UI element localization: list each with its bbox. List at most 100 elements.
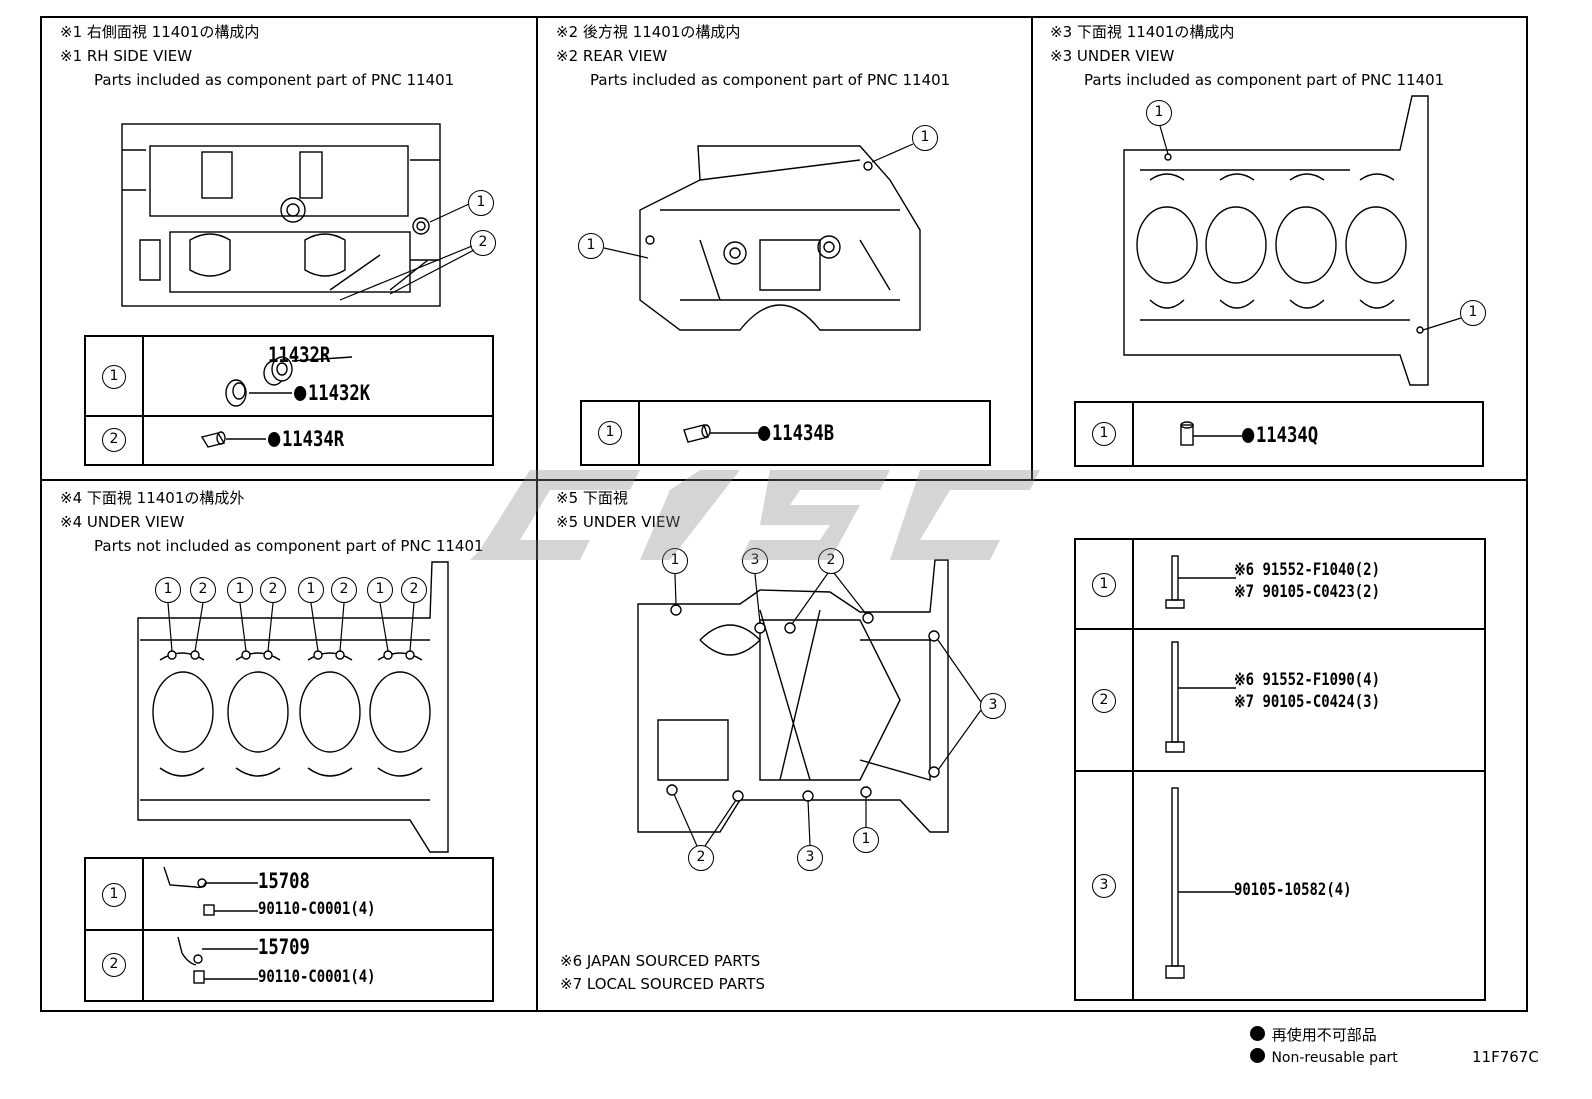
table-row: 1 11434Q [1076,403,1482,465]
panel2-parts-table: 1 11434B [580,400,991,466]
panel1-title-jp: ※1 右側面視 11401の構成内 [60,23,260,41]
row-number: 1 [102,883,126,907]
callout-1: 1 [298,577,324,603]
panel2-title-jp: ※2 後方視 11401の構成内 [556,23,741,41]
row-index-cell: 2 [86,417,144,464]
long-bolt-icon [1165,787,1236,979]
panel-divider [40,479,1528,481]
dowel-pin-icon [200,431,266,448]
part-number-line: ※7 90105-C0423(2) [1234,582,1380,602]
panel1-subtitle: Parts included as component part of PNC … [94,71,455,89]
part-number-line: ※6 91552-F1040(2) [1234,560,1380,580]
table-row: 1 11432R 11432K [86,337,492,417]
table-row: 2 15709 90110-C0001(4) [86,931,492,1000]
panel4-header: ※4 下面視 11401の構成外 ※4 UNDER VIEW Parts not… [60,486,484,558]
callout-2: 2 [190,577,216,603]
part-number-nonreusable: 11434Q [1242,423,1318,447]
part-number: 15708 [258,869,310,893]
part-number-line: 90105-10582(4) [1234,880,1352,900]
callout-2: 2 [401,577,427,603]
row-index-cell: 1 [582,402,640,464]
nonreusable-dot-icon [1242,428,1255,443]
table-row: 1 15708 90110-C0001(4) [86,859,492,931]
row-number: 1 [1092,573,1116,597]
part-number: 90110-C0001(4) [258,967,376,987]
callout-3: 3 [980,693,1006,719]
footnote-local-sourced: ※7 LOCAL SOURCED PARTS [560,975,765,993]
row-index-cell: 2 [1076,630,1134,770]
panel4-title-en: ※4 UNDER VIEW [60,513,185,531]
figure-code: 11F767C [1472,1048,1539,1066]
callout-2: 2 [688,845,714,871]
row-index-cell: 1 [1076,403,1134,465]
callout-1: 1 [853,827,879,853]
callout-2: 2 [818,548,844,574]
table-row: 1 ※6 91552-F1040(2) ※7 90105-C0423(2) [1076,540,1484,630]
row-number: 3 [1092,874,1116,898]
panel4-subtitle: Parts not included as component part of … [94,537,484,555]
watermark-logo [470,470,1040,560]
row-number: 1 [598,421,622,445]
panel2-title-en: ※2 REAR VIEW [556,47,668,65]
part-number: 90110-C0001(4) [258,899,376,919]
callout-1: 1 [227,577,253,603]
nonreusable-dot-icon [1250,1048,1265,1063]
part-number-nonreusable: 11434R [268,427,344,451]
callout-1: 1 [155,577,181,603]
nonreusable-dot-icon [758,426,771,441]
panel5-title-en: ※5 UNDER VIEW [556,513,681,531]
callout-1: 1 [468,190,494,216]
callout-1: 1 [578,233,604,259]
panel-divider [536,16,538,1012]
callout-1: 1 [662,548,688,574]
footnote-japan-sourced: ※6 JAPAN SOURCED PARTS [560,952,761,970]
panel-divider [1031,16,1033,480]
panel1-header: ※1 右側面視 11401の構成内 ※1 RH SIDE VIEW Parts … [60,20,454,92]
row-number: 1 [1092,422,1116,446]
callout-1: 1 [912,125,938,151]
panel3-title-jp: ※3 下面視 11401の構成内 [1050,23,1235,41]
panel4-title-jp: ※4 下面視 11401の構成外 [60,489,245,507]
table-row: 1 11434B [582,402,989,464]
bearing-cap-icon [225,356,353,407]
panel5-title-jp: ※5 下面視 [556,489,628,507]
callout-1: 1 [1146,100,1172,126]
row-number: 2 [102,953,126,977]
panel3-subtitle: Parts included as component part of PNC … [1084,71,1445,89]
bolt-parts-table: 1 ※6 91552-F1040(2) ※7 90105-C0423(2) 2 … [1074,538,1486,1001]
oil-jet-icon [177,936,258,984]
legend-jp: 再使用不可部品 [1250,1024,1377,1045]
part-number-nonreusable: 11432K [294,381,370,405]
row-index-cell: 3 [1076,772,1134,999]
panel3-title-en: ※3 UNDER VIEW [1050,47,1175,65]
part-number: 11432R [268,343,331,367]
panel1-parts-table: 1 11432R 11432K 2 11434R [84,335,494,466]
part-number-line: ※6 91552-F1090(4) [1234,670,1380,690]
diagram-sheet [40,16,1528,1012]
table-row: 2 ※6 91552-F1090(4) ※7 90105-C0424(3) [1076,630,1484,772]
callout-1: 1 [1460,300,1486,326]
short-bolt-icon [1165,555,1236,609]
row-number: 2 [102,428,126,452]
legend-en: Non-reusable part [1250,1048,1398,1066]
panel2-subtitle: Parts included as component part of PNC … [590,71,951,89]
panel5-header: ※5 下面視 ※5 UNDER VIEW [556,486,680,534]
dowel-pin-icon [683,424,760,443]
callout-2: 2 [470,230,496,256]
nonreusable-dot-icon [268,432,281,447]
table-row: 2 11434R [86,417,492,464]
medium-bolt-icon [1165,641,1236,753]
callout-1: 1 [367,577,393,603]
row-number: 2 [1092,689,1116,713]
callout-3: 3 [742,548,768,574]
part-number-nonreusable: 11434B [758,421,834,445]
oil-jet-icon [163,866,258,916]
